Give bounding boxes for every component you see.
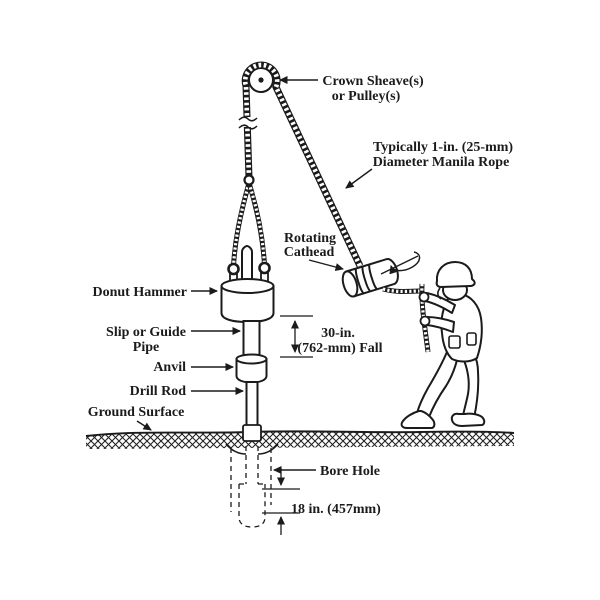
sampler — [238, 483, 266, 528]
label-bore-hole: Bore Hole — [320, 464, 380, 479]
guide-pipe — [242, 320, 261, 360]
drum-end-cap — [341, 270, 359, 298]
bore-hole-callout: Bore Hole — [273, 464, 380, 479]
rope-break-squiggle — [238, 116, 258, 130]
drive-assembly — [220, 245, 275, 442]
front-boot — [400, 410, 436, 429]
bore-hole — [225, 443, 279, 528]
cathead-group: Rotating Cathead — [284, 231, 421, 298]
rotation-axis-line — [380, 255, 419, 275]
bore-hole-wall — [230, 448, 272, 512]
label-fall-2: (762-mm) Fall — [297, 341, 382, 356]
rope-break-gap — [238, 117, 258, 127]
dimension-ticks — [262, 488, 300, 514]
label-rotating-cathead-2: Cathead — [284, 245, 335, 260]
pocket-left — [448, 335, 461, 349]
left-callouts: Donut Hammer Slip or Guide Pipe Anvil Dr… — [88, 285, 244, 431]
label-donut-hammer: Donut Hammer — [93, 285, 188, 300]
rope-bridle — [231, 174, 267, 267]
operator-figure — [400, 261, 486, 429]
ground-surface-line — [85, 430, 515, 437]
leader-manila-rope — [345, 168, 373, 189]
label-18in: 18 in. (457mm) — [291, 502, 381, 517]
rod-collar — [242, 424, 262, 442]
ground-hatch — [86, 431, 514, 449]
label-crown-sheave-1: Crown Sheave(s) — [322, 74, 424, 89]
label-ground-surface: Ground Surface — [88, 405, 185, 420]
label-anvil: Anvil — [153, 360, 186, 375]
rotation-arrow — [389, 251, 421, 275]
hand-top — [418, 291, 430, 303]
fall-ticks — [280, 315, 313, 358]
label-guide-pipe-2: Pipe — [133, 340, 159, 355]
label-manila-rope-2: Diameter Manila Rope — [373, 155, 510, 170]
face-profile — [437, 287, 442, 300]
back-leg — [461, 353, 480, 419]
drill-rod-below-ground — [245, 446, 259, 484]
pocket-right — [466, 332, 477, 346]
top-callouts: Crown Sheave(s) or Pulley(s) Typically 1… — [279, 74, 513, 189]
eyelet-ring-right — [258, 261, 271, 275]
label-drill-rod: Drill Rod — [130, 384, 187, 399]
rope-wraps — [354, 264, 378, 294]
hole-mouth-flare — [225, 443, 279, 455]
guide-rod-top — [241, 245, 253, 285]
ground — [85, 430, 515, 449]
eyelet-ring-left — [227, 262, 240, 276]
label-guide-pipe-1: Slip or Guide — [106, 325, 186, 340]
anvil-top — [235, 353, 268, 365]
label-crown-sheave-2: or Pulley(s) — [332, 89, 401, 104]
hand-bottom — [419, 315, 431, 327]
back-boot — [450, 412, 486, 427]
drill-rod — [245, 381, 259, 427]
label-fall-1: 30-in. — [321, 326, 355, 341]
crown-sheave-and-rope — [238, 61, 364, 268]
pulley-hub — [258, 77, 264, 83]
hard-hat — [435, 261, 476, 288]
dimension-fall: 30-in. (762-mm) Fall — [280, 315, 383, 358]
front-leg — [416, 351, 458, 418]
bridle-apex-loop — [243, 174, 255, 186]
dimension-18in: 18 in. (457mm) — [262, 468, 381, 535]
label-manila-rope-1: Typically 1-in. (25-mm) — [373, 140, 513, 155]
donut-hammer-top — [220, 278, 275, 294]
label-rotating-cathead-1: Rotating — [284, 231, 336, 246]
leader-cathead — [308, 259, 344, 271]
leader-ground-surface — [136, 420, 152, 431]
